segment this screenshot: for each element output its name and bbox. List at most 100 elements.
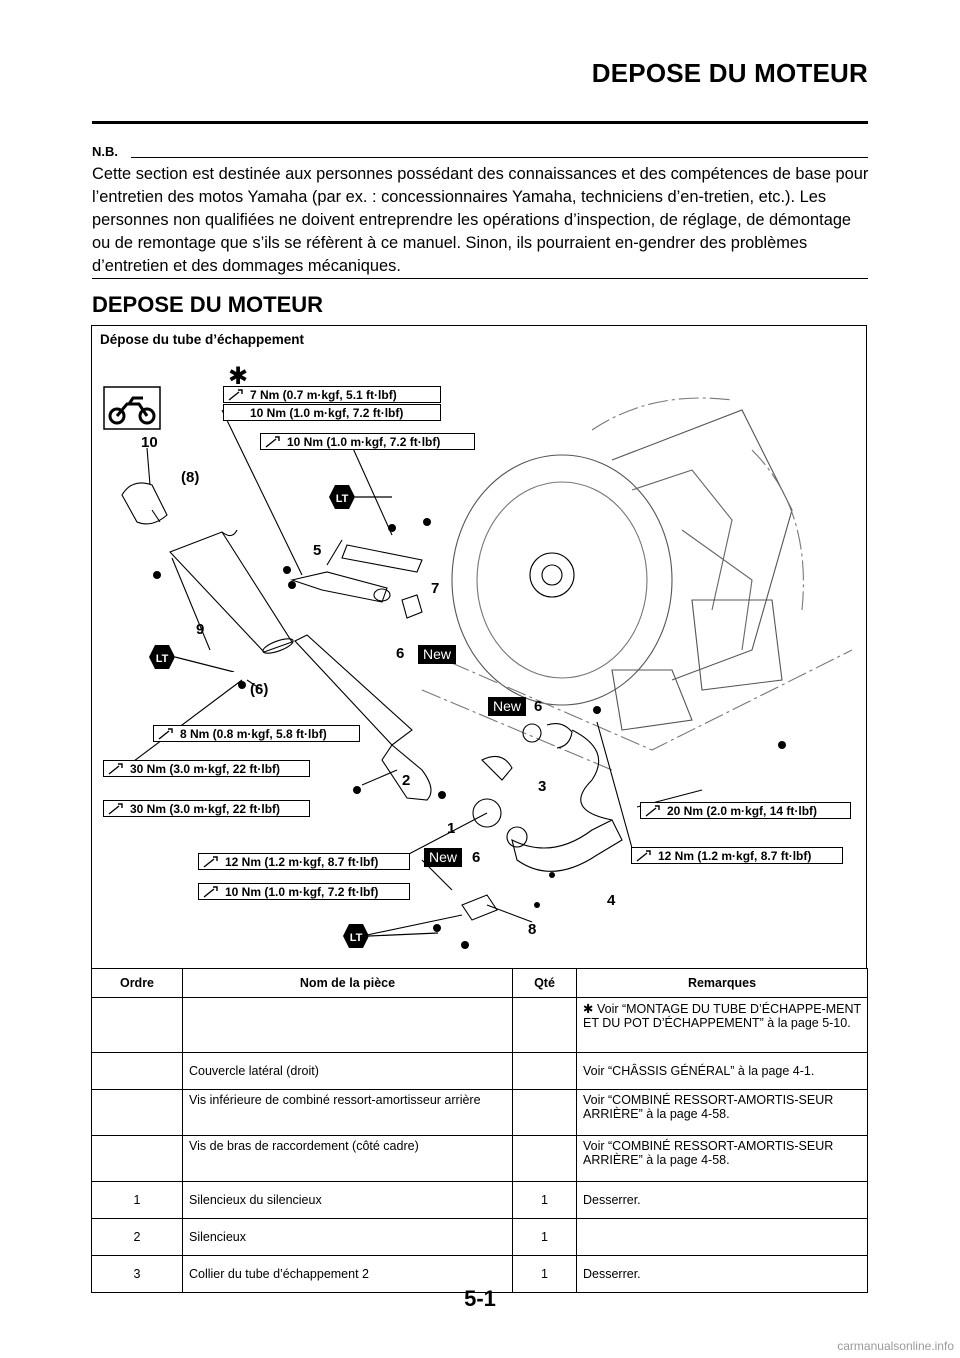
lt-threadlock-icon: LT bbox=[149, 645, 235, 672]
torque-label: 10 Nm (1.0 m·kgf, 7.2 ft·lbf) bbox=[198, 883, 410, 900]
remark-text: Voir “MONTAGE DU TUBE D’ÉCHAPPE-MENT ET … bbox=[583, 1002, 861, 1030]
cell-qty: 1 bbox=[512, 1181, 577, 1219]
torque-value: 7 Nm (0.7 m·kgf, 5.1 ft·lbf) bbox=[250, 388, 397, 402]
torque-value: 12 Nm (1.2 m·kgf, 8.7 ft·lbf) bbox=[658, 849, 812, 863]
callout-6: 6 bbox=[396, 645, 405, 662]
callout-4: 4 bbox=[607, 892, 616, 909]
cell-qty bbox=[512, 997, 577, 1053]
callout-5: 5 bbox=[313, 542, 322, 559]
callout-6: 6 bbox=[534, 698, 543, 715]
torque-label: 7 Nm (0.7 m·kgf, 5.1 ft·lbf) bbox=[223, 386, 441, 403]
callout-1: 1 bbox=[447, 820, 456, 837]
cell-remark: Desserrer. bbox=[576, 1255, 868, 1293]
table-header-row: Ordre Nom de la pièce Qté Remarques bbox=[91, 968, 868, 998]
cell-qty bbox=[512, 1135, 577, 1182]
note-bottom-rule bbox=[92, 278, 868, 279]
table-row: Vis de bras de raccordement (côté cadre)… bbox=[91, 1135, 868, 1182]
cell-order: 1 bbox=[91, 1181, 183, 1219]
torque-label: 10 Nm (1.0 m·kgf, 7.2 ft·lbf) bbox=[260, 433, 475, 450]
torque-wrench-icon bbox=[645, 805, 660, 817]
exhaust-removal-diagram bbox=[121, 397, 853, 949]
column-header: Nom de la pièce bbox=[182, 968, 513, 998]
figure-title: Dépose du tube d’échappement bbox=[100, 332, 305, 347]
table-row: 3 Collier du tube d’échappement 2 1 Dess… bbox=[91, 1255, 868, 1293]
cell-qty: 1 bbox=[512, 1255, 577, 1293]
cell-name: Vis de bras de raccordement (côté cadre) bbox=[182, 1135, 513, 1182]
torque-wrench-icon bbox=[203, 886, 218, 898]
torque-label: 20 Nm (2.0 m·kgf, 14 ft·lbf) bbox=[640, 802, 851, 819]
lt-label: LT bbox=[156, 653, 169, 665]
callout-7: 7 bbox=[431, 580, 440, 597]
lt-label: LT bbox=[350, 932, 363, 944]
torque-label: 10 Nm (1.0 m·kgf, 7.2 ft·lbf) bbox=[223, 404, 441, 421]
table-row: 2 Silencieux 1 bbox=[91, 1218, 868, 1256]
lt-threadlock-icon: LT bbox=[343, 924, 439, 948]
cell-remark: ✱ Voir “MONTAGE DU TUBE D’ÉCHAPPE-MENT E… bbox=[576, 997, 868, 1053]
torque-wrench-icon bbox=[158, 728, 173, 740]
cell-order bbox=[91, 1089, 183, 1136]
callout-3: 3 bbox=[538, 778, 547, 795]
torque-value: 8 Nm (0.8 m·kgf, 5.8 ft·lbf) bbox=[180, 727, 327, 741]
star-asterisk-icon: ✱ bbox=[228, 363, 249, 390]
lt-label: LT bbox=[336, 493, 349, 505]
torque-value: 10 Nm (1.0 m·kgf, 7.2 ft·lbf) bbox=[287, 435, 441, 449]
header-rule bbox=[92, 121, 868, 124]
torque-label: 30 Nm (3.0 m·kgf, 22 ft·lbf) bbox=[103, 800, 310, 817]
cell-remark: Desserrer. bbox=[576, 1181, 868, 1219]
cell-remark: Voir “COMBINÉ RESSORT-AMORTIS-SEUR ARRIÈ… bbox=[576, 1135, 868, 1182]
cell-remark: Voir “CHÂSSIS GÉNÉRAL” à la page 4-1. bbox=[576, 1052, 868, 1090]
lt-threadlock-icon: LT bbox=[329, 485, 392, 509]
callout-10: 10 bbox=[141, 434, 158, 451]
callout-8-paren: (8) bbox=[181, 469, 200, 486]
table-row: ✱ Voir “MONTAGE DU TUBE D’ÉCHAPPE-MENT E… bbox=[91, 997, 868, 1053]
motorcycle-icon bbox=[103, 386, 161, 430]
note-text: Cette section est destinée aux personnes… bbox=[92, 165, 869, 275]
star-asterisk-icon: ✱ bbox=[583, 1002, 594, 1016]
cell-qty bbox=[512, 1052, 577, 1090]
torque-value: 30 Nm (3.0 m·kgf, 22 ft·lbf) bbox=[130, 802, 281, 816]
torque-wrench-icon bbox=[228, 389, 243, 401]
watermark: carmanualsonline.info bbox=[837, 1339, 954, 1353]
cell-order bbox=[91, 997, 183, 1053]
cell-qty: 1 bbox=[512, 1218, 577, 1256]
table-row: Couvercle latéral (droit) Voir “CHÂSSIS … bbox=[91, 1052, 868, 1090]
torque-label: 8 Nm (0.8 m·kgf, 5.8 ft·lbf) bbox=[153, 725, 360, 742]
page-number: 5-1 bbox=[464, 1286, 496, 1311]
cell-order bbox=[91, 1135, 183, 1182]
column-header: Qté bbox=[512, 968, 577, 998]
cell-remark bbox=[576, 1218, 868, 1256]
note-label: N.B. bbox=[92, 144, 118, 159]
column-header: Remarques bbox=[576, 968, 868, 998]
column-header: Ordre bbox=[91, 968, 183, 998]
page-header-title: DEPOSE DU MOTEUR bbox=[591, 58, 868, 88]
section-title: DEPOSE DU MOTEUR bbox=[92, 292, 324, 317]
new-badge: New bbox=[418, 645, 457, 664]
cell-name bbox=[182, 997, 513, 1053]
torque-wrench-icon bbox=[636, 850, 651, 862]
note-rule bbox=[131, 157, 868, 158]
cell-order: 2 bbox=[91, 1218, 183, 1256]
torque-label: 12 Nm (1.2 m·kgf, 8.7 ft·lbf) bbox=[631, 847, 843, 864]
callout-8: 8 bbox=[528, 921, 537, 938]
cell-name: Silencieux du silencieux bbox=[182, 1181, 513, 1219]
cell-order bbox=[91, 1052, 183, 1090]
torque-value: 30 Nm (3.0 m·kgf, 22 ft·lbf) bbox=[130, 762, 281, 776]
table-row: 1 Silencieux du silencieux 1 Desserrer. bbox=[91, 1181, 868, 1219]
cell-name: Vis inférieure de combiné ressort-amorti… bbox=[182, 1089, 513, 1136]
torque-wrench-icon bbox=[108, 763, 123, 775]
torque-value: 10 Nm (1.0 m·kgf, 7.2 ft·lbf) bbox=[225, 885, 379, 899]
torque-value: 20 Nm (2.0 m·kgf, 14 ft·lbf) bbox=[667, 804, 818, 818]
cell-order: 3 bbox=[91, 1255, 183, 1293]
cell-name: Couvercle latéral (droit) bbox=[182, 1052, 513, 1090]
cell-qty bbox=[512, 1089, 577, 1136]
torque-wrench-icon bbox=[265, 436, 280, 448]
table-row: Vis inférieure de combiné ressort-amorti… bbox=[91, 1089, 868, 1136]
cell-name: Collier du tube d’échappement 2 bbox=[182, 1255, 513, 1293]
cell-name: Silencieux bbox=[182, 1218, 513, 1256]
torque-label: 30 Nm (3.0 m·kgf, 22 ft·lbf) bbox=[103, 760, 310, 777]
new-badge: New bbox=[424, 848, 463, 867]
torque-label: 12 Nm (1.2 m·kgf, 8.7 ft·lbf) bbox=[198, 853, 410, 870]
torque-value: 12 Nm (1.2 m·kgf, 8.7 ft·lbf) bbox=[225, 855, 379, 869]
new-badge: New bbox=[488, 697, 527, 716]
torque-wrench-icon bbox=[108, 803, 123, 815]
